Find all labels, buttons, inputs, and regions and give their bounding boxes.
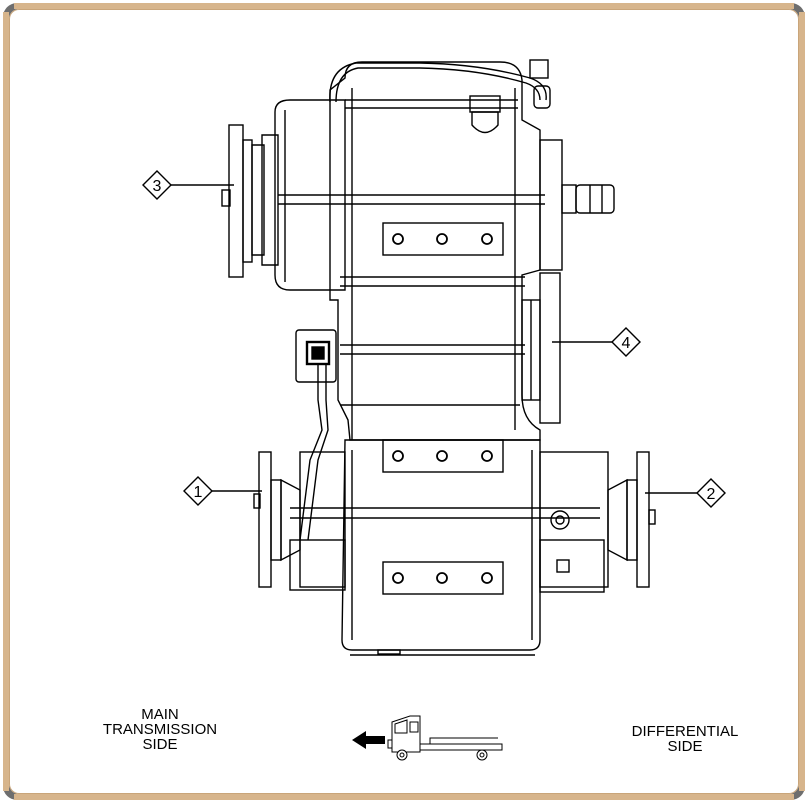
callout-3-label: 3: [153, 178, 162, 195]
frame-accent-bottom: [14, 794, 794, 800]
flange-2: [539, 451, 656, 593]
frame-accent-left: [3, 12, 9, 791]
callout-1-label: 1: [194, 484, 203, 501]
fill-plug: [469, 95, 501, 134]
flange-1: [253, 451, 346, 591]
callout-2-label: 2: [707, 486, 716, 503]
top-hose: [329, 59, 551, 109]
frame-accent-right: [799, 12, 805, 791]
right-upper-cover: [539, 139, 615, 271]
sensor-connector: [295, 329, 337, 541]
gearbox-housing: [278, 61, 600, 656]
differential-side-label: DIFFERENTIAL SIDE: [631, 723, 739, 755]
callout-2: 2: [645, 478, 726, 508]
flange-4: [521, 272, 561, 424]
upper-left-cover: [221, 99, 346, 291]
arrow-left-icon: [352, 731, 385, 749]
main-transmission-side-label: MAIN TRANSMISSION SIDE: [102, 706, 218, 753]
truck-icon: [387, 715, 503, 761]
callout-4-label: 4: [622, 335, 631, 352]
bolt-plates: [382, 222, 504, 595]
callout-1: 1: [183, 476, 262, 506]
callout-4: 4: [552, 327, 641, 357]
frame-canvas: [9, 9, 799, 794]
frame-accent-top: [14, 3, 794, 9]
bolts: [392, 233, 493, 584]
callout-3: 3: [142, 170, 234, 200]
